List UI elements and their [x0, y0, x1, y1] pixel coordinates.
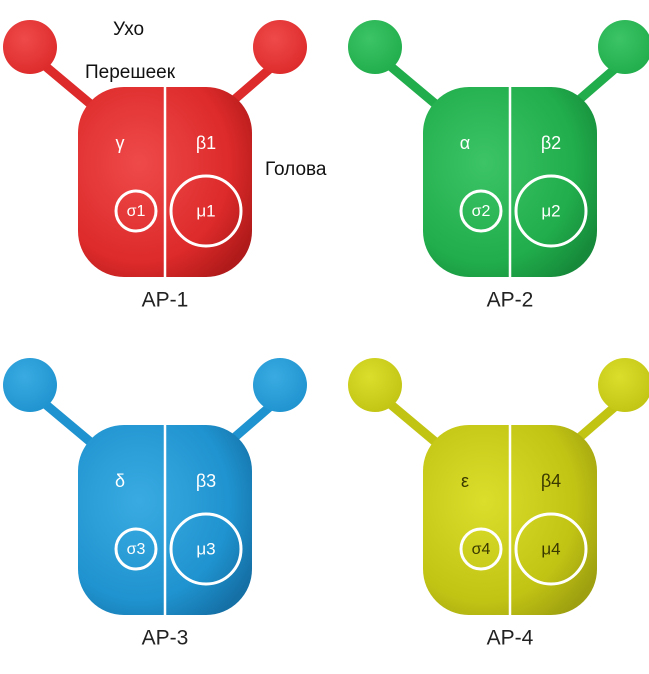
- medium-subunit-label: μ1: [196, 201, 215, 220]
- large-right-subunit-label: β3: [196, 471, 216, 491]
- ear-left: [348, 358, 402, 412]
- large-right-subunit-label: β4: [541, 471, 561, 491]
- ear-left: [3, 20, 57, 74]
- hinge-annotation: Перешеек: [85, 62, 176, 83]
- small-subunit-label: σ1: [127, 203, 146, 220]
- small-subunit-label: σ2: [472, 203, 491, 220]
- ear-right: [253, 20, 307, 74]
- ear-right: [253, 358, 307, 412]
- large-left-subunit-label: ε: [461, 471, 469, 491]
- ear-right: [598, 358, 649, 412]
- large-left-subunit-label: δ: [115, 471, 125, 491]
- small-subunit-label: σ4: [472, 541, 491, 558]
- medium-subunit-label: μ4: [541, 539, 560, 558]
- complex-name: AP-2: [487, 289, 534, 312]
- medium-subunit-label: μ3: [196, 539, 215, 558]
- ear-annotation: Ухо: [113, 19, 144, 40]
- ear-right: [598, 20, 649, 74]
- complex-name: AP-1: [142, 289, 189, 312]
- complex-name: AP-3: [142, 627, 189, 650]
- large-right-subunit-label: β2: [541, 133, 561, 153]
- ear-left: [348, 20, 402, 74]
- complex-name: AP-4: [487, 627, 534, 650]
- medium-subunit-label: μ2: [541, 201, 560, 220]
- head-annotation: Голова: [265, 159, 327, 180]
- large-left-subunit-label: γ: [116, 133, 125, 153]
- ear-left: [3, 358, 57, 412]
- large-left-subunit-label: α: [460, 133, 470, 153]
- small-subunit-label: σ3: [127, 541, 146, 558]
- large-right-subunit-label: β1: [196, 133, 216, 153]
